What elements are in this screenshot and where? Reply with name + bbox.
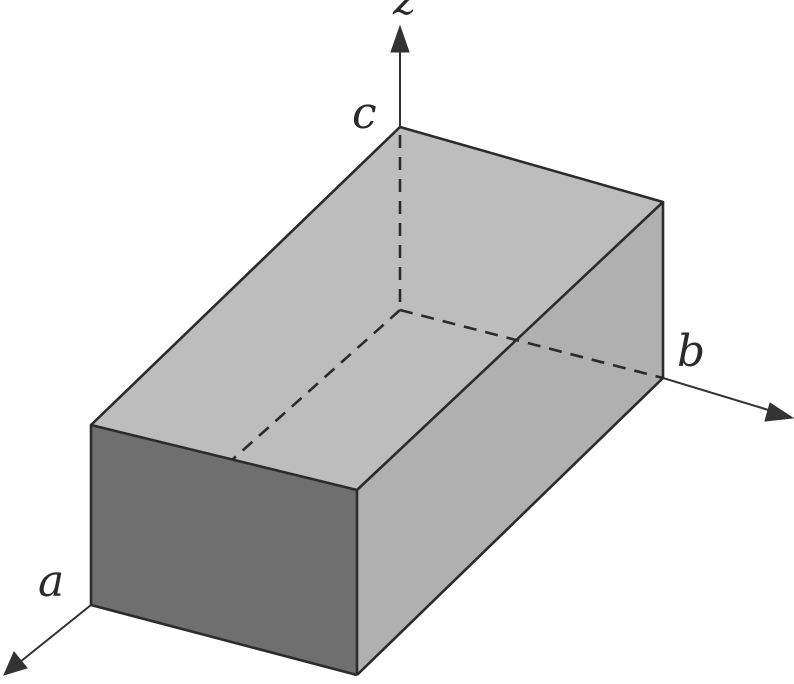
b-axis-line bbox=[662, 377, 776, 413]
edge-bottom-front bbox=[90, 603, 358, 677]
label-a: a bbox=[38, 556, 64, 607]
label-b: b bbox=[677, 326, 705, 377]
b-axis-arrowhead bbox=[764, 402, 794, 422]
top-face bbox=[91, 127, 663, 490]
a-axis-line bbox=[19, 604, 92, 663]
a-axis-arrowhead bbox=[3, 651, 28, 676]
label-z: z bbox=[392, 0, 417, 25]
hidden-edge-to-a bbox=[231, 309, 401, 461]
edge-bottom-right bbox=[356, 377, 664, 676]
right-face bbox=[357, 202, 663, 675]
front-face bbox=[91, 425, 357, 675]
hidden-edge-to-b bbox=[399, 308, 664, 380]
label-c: c bbox=[352, 88, 377, 139]
vertical-axis-arrowhead bbox=[390, 24, 410, 53]
